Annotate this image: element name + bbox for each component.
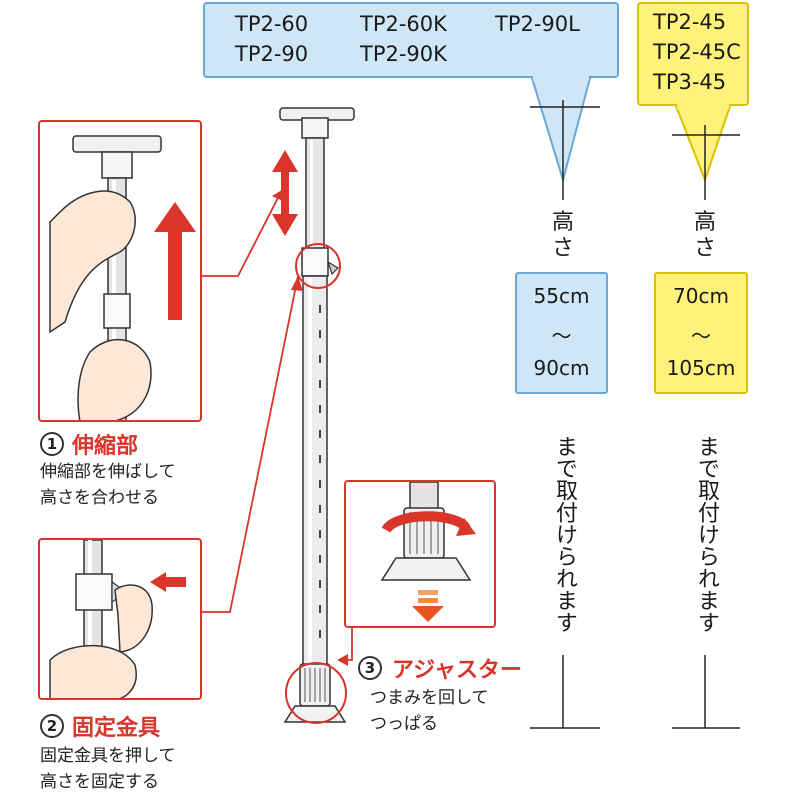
- range-box-yellow: 70cm 〜 105cm: [654, 272, 748, 394]
- step3-title: アジャスター: [392, 658, 523, 683]
- hand: [49, 644, 137, 698]
- step2-desc-line2: 高さを固定する: [40, 772, 159, 792]
- up-arrow: [154, 202, 196, 320]
- step3-desc-line2: つっぱる: [370, 714, 438, 734]
- step2-desc-line1: 固定金具を押して: [40, 746, 176, 766]
- push-arrow: [150, 572, 186, 592]
- model-tp2-90k: TP2-90K: [360, 42, 447, 66]
- fixing-illustration: [49, 540, 186, 698]
- step3-desc-line1: つまみを回して: [370, 688, 489, 708]
- highlight-circle-1: [295, 243, 341, 289]
- panel-adjuster: [344, 480, 496, 628]
- model-tp2-45: TP2-45: [653, 10, 727, 34]
- model-tp2-90l: TP2-90L: [495, 12, 580, 36]
- lower-hand: [77, 338, 152, 420]
- model-list-blue: TP2-60 TP2-60K TP2-90L TP2-90 TP2-90K: [203, 2, 619, 78]
- step1-desc-line1: 伸縮部を伸ばして: [40, 462, 176, 482]
- thumb: [114, 584, 153, 653]
- model-list-yellow: TP2-45 TP2-45C TP3-45: [637, 2, 749, 106]
- model-tp2-60: TP2-60: [235, 12, 309, 36]
- step1-title: 伸縮部: [72, 434, 139, 459]
- upper-hand: [49, 190, 136, 334]
- adjuster-illustration: [380, 482, 476, 622]
- step3-number: 3: [358, 656, 382, 680]
- range-blue-max: 90cm: [533, 356, 590, 380]
- panel-fixing: [38, 538, 202, 700]
- telescope-illustration: [49, 135, 196, 420]
- range-yellow-sep: 〜: [691, 324, 711, 348]
- model-tp3-45: TP3-45: [653, 70, 727, 94]
- step1-desc-line2: 高さを合わせる: [40, 488, 159, 508]
- yellow-pointer: [674, 105, 732, 183]
- step1-number: 1: [40, 432, 64, 456]
- height-label-blue: 高さ: [551, 210, 574, 261]
- tension-pole: [279, 107, 355, 723]
- panel-telescope: [38, 120, 202, 422]
- range-blue-sep: 〜: [551, 324, 572, 348]
- blue-pointer: [530, 77, 592, 184]
- install-note-yellow: まで取付けられます: [694, 435, 719, 633]
- height-label-yellow: 高さ: [693, 210, 716, 261]
- model-tp2-60k: TP2-60K: [360, 12, 447, 36]
- range-blue-min: 55cm: [533, 284, 590, 308]
- highlight-circle-3: [285, 662, 347, 724]
- install-note-blue: まで取付けられます: [552, 435, 577, 633]
- model-tp2-90: TP2-90: [235, 42, 309, 66]
- model-tp2-45c: TP2-45C: [653, 40, 741, 64]
- down-arrow: [412, 590, 444, 622]
- range-box-blue: 55cm 〜 90cm: [515, 272, 608, 394]
- range-yellow-max: 105cm: [666, 356, 736, 380]
- step2-title: 固定金具: [72, 716, 161, 741]
- extend-arrow: [272, 150, 298, 236]
- step2-number: 2: [40, 714, 64, 738]
- range-yellow-min: 70cm: [673, 284, 729, 308]
